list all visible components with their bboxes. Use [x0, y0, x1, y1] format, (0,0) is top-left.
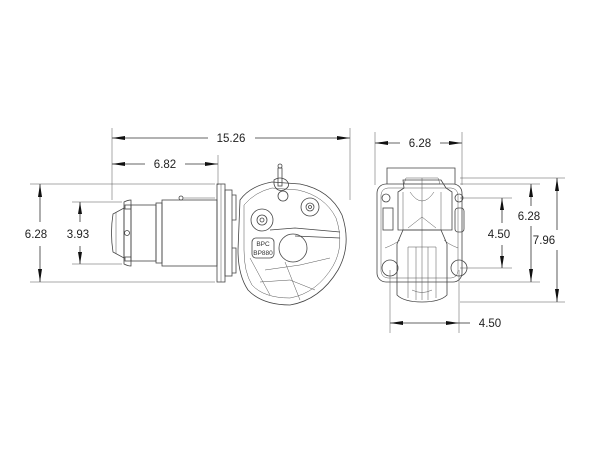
- dim-label-front-overall-height: 7.96: [533, 235, 555, 247]
- dimension-front-overall-height: [460, 177, 565, 303]
- dim-label-bolt-spacing-vertical: 4.50: [488, 229, 510, 241]
- air-cylinder: [111, 195, 218, 267]
- dimension-body-height: [72, 201, 122, 265]
- side-view: 15.26 6.82 6.28 3.93: [25, 128, 351, 306]
- pintle-hook-body: [237, 163, 347, 306]
- dim-label-flange-height: 6.28: [518, 211, 540, 223]
- dimension-flange-height: [460, 183, 540, 283]
- dim-label-bolt-spacing-horizontal: 4.50: [479, 318, 501, 330]
- dim-label-body-height: 3.93: [67, 229, 89, 241]
- dimension-mount-to-front: [112, 155, 219, 185]
- mount-flange: [216, 183, 237, 283]
- dimension-bolt-spacing-vertical: [460, 197, 512, 269]
- part-label-model: BP880: [253, 250, 273, 257]
- dimension-overall-height: [30, 183, 215, 283]
- dim-label-overall-height: 6.28: [25, 229, 47, 241]
- dimension-width: [374, 132, 463, 185]
- dimension-overall-length: [111, 128, 351, 200]
- dim-label-overall-length: 15.26: [217, 133, 246, 145]
- dimension-bolt-spacing-horizontal: [389, 270, 470, 333]
- front-view: 6.28 4.50 4.50: [374, 132, 565, 333]
- dim-label-width: 6.28: [409, 138, 431, 150]
- part-label-brand: BPC: [256, 241, 270, 248]
- front-view-body: [376, 167, 468, 303]
- dim-label-mount-to-front: 6.82: [154, 159, 176, 171]
